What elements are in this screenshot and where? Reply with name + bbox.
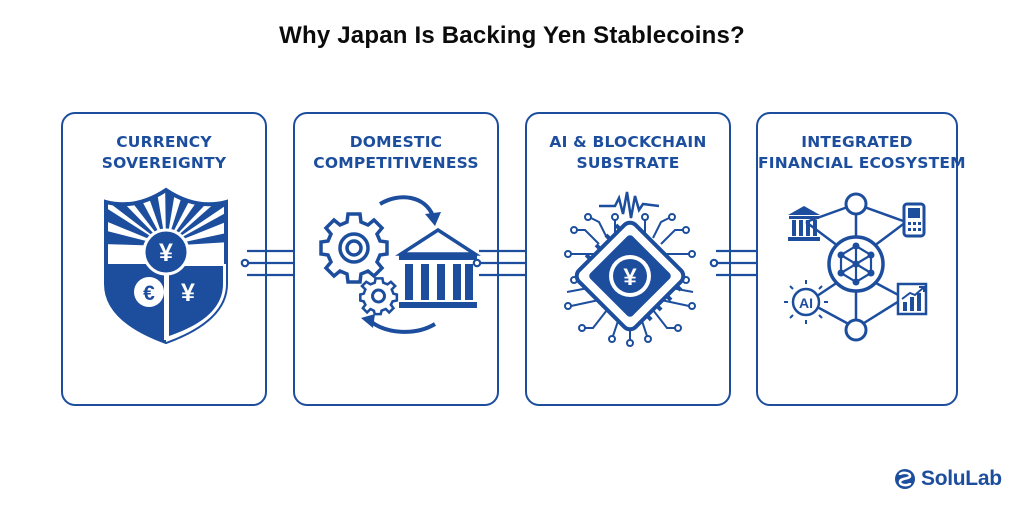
ai-icon: AI: [784, 280, 828, 324]
ai-label: AI: [799, 295, 813, 311]
bank-icon: [395, 227, 481, 308]
euro-symbol: €: [143, 282, 155, 305]
chip-illustration: ¥: [564, 191, 696, 347]
card-heading-line2: SUBSTRATE: [576, 154, 680, 172]
card-currency-sovereignty: CURRENCY SOVEREIGNTY: [61, 112, 267, 406]
card-heading-line2: COMPETITIVENESS: [313, 154, 479, 172]
card-heading-line1: INTEGRATED: [801, 133, 913, 151]
card-heading-line1: DOMESTIC: [349, 133, 443, 151]
card-heading: INTEGRATED FINANCIAL ECOSYSTEM: [758, 132, 966, 174]
network-icon: [827, 235, 885, 293]
logo-text: SoluLab: [921, 467, 1002, 490]
gear-small-icon: [359, 277, 399, 316]
card-heading-line2: SOVEREIGNTY: [101, 154, 227, 172]
card-integrated-ecosystem: INTEGRATED FINANCIAL ECOSYSTEM: [756, 112, 966, 406]
card-heading: AI & BLOCKCHAIN SUBSTRATE: [527, 132, 729, 174]
card-ai-blockchain: AI & BLOCKCHAIN SUBSTRATE: [525, 112, 731, 406]
network-illustration: AI: [784, 192, 928, 342]
chip-yen-symbol: ¥: [623, 264, 637, 291]
network-node-top: [844, 192, 868, 216]
gear-icon: [319, 212, 389, 284]
logo-mark-icon: [895, 469, 915, 489]
card-heading: CURRENCY SOVEREIGNTY: [63, 132, 265, 174]
card-heading-line1: AI & BLOCKCHAIN: [549, 133, 707, 151]
bar-chart-icon: [896, 282, 928, 316]
yen-symbol: ¥: [159, 239, 173, 267]
bank-icon: [788, 206, 820, 241]
card-heading-line1: CURRENCY: [116, 133, 212, 151]
solulab-logo: SoluLab: [894, 466, 1002, 492]
competitiveness-illustration: [319, 195, 481, 334]
network-node-bottom: [844, 318, 868, 342]
card-heading: DOMESTIC COMPETITIVENESS: [295, 132, 497, 174]
pos-terminal-icon: [902, 202, 926, 238]
card-heading-line2: FINANCIAL ECOSYSTEM: [758, 154, 966, 172]
card-domestic-competitiveness: DOMESTIC COMPETITIVENESS: [293, 112, 499, 406]
shield-icon: ¥ € ¥: [104, 187, 228, 345]
page-title: Why Japan Is Backing Yen Stablecoins?: [279, 22, 745, 49]
yen-symbol-small: ¥: [181, 279, 195, 307]
